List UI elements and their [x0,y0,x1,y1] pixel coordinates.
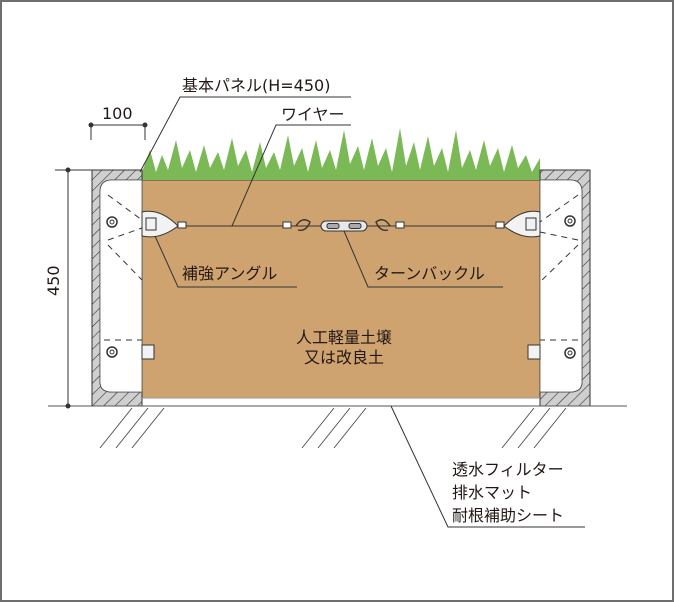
label-drain-mat: 排水マット [452,483,533,502]
label-soil-2: 又は改良土 [303,348,384,367]
left-panel [91,169,143,407]
ground [48,397,627,449]
leader-angle [154,235,297,288]
label-wire: ワイヤー [281,105,345,124]
leader-wire [231,124,351,227]
label-filter: 透水フィルター [452,460,564,479]
label-turnbuckle: ターンバックル [374,264,485,283]
label-angle: 補強アングル [182,264,278,283]
dimension-height [55,167,92,409]
label-soil-1: 人工軽量土壌 [295,328,392,347]
leader-panel [139,96,351,173]
leader-turnbuckle [343,230,503,288]
grass [142,128,540,180]
label-root-sheet: 耐根補助シート [452,506,565,525]
right-panel [539,169,591,407]
label-panel: 基本パネル(H=450) [182,76,331,95]
label-height-dim: 450 [44,265,63,296]
label-width-dim: 100 [102,104,133,123]
angle-bracket-right [495,210,541,360]
turnbuckle [282,219,405,232]
dimension-width [88,122,148,140]
angle-bracket-left [141,210,187,360]
leader-bottom [390,405,585,528]
